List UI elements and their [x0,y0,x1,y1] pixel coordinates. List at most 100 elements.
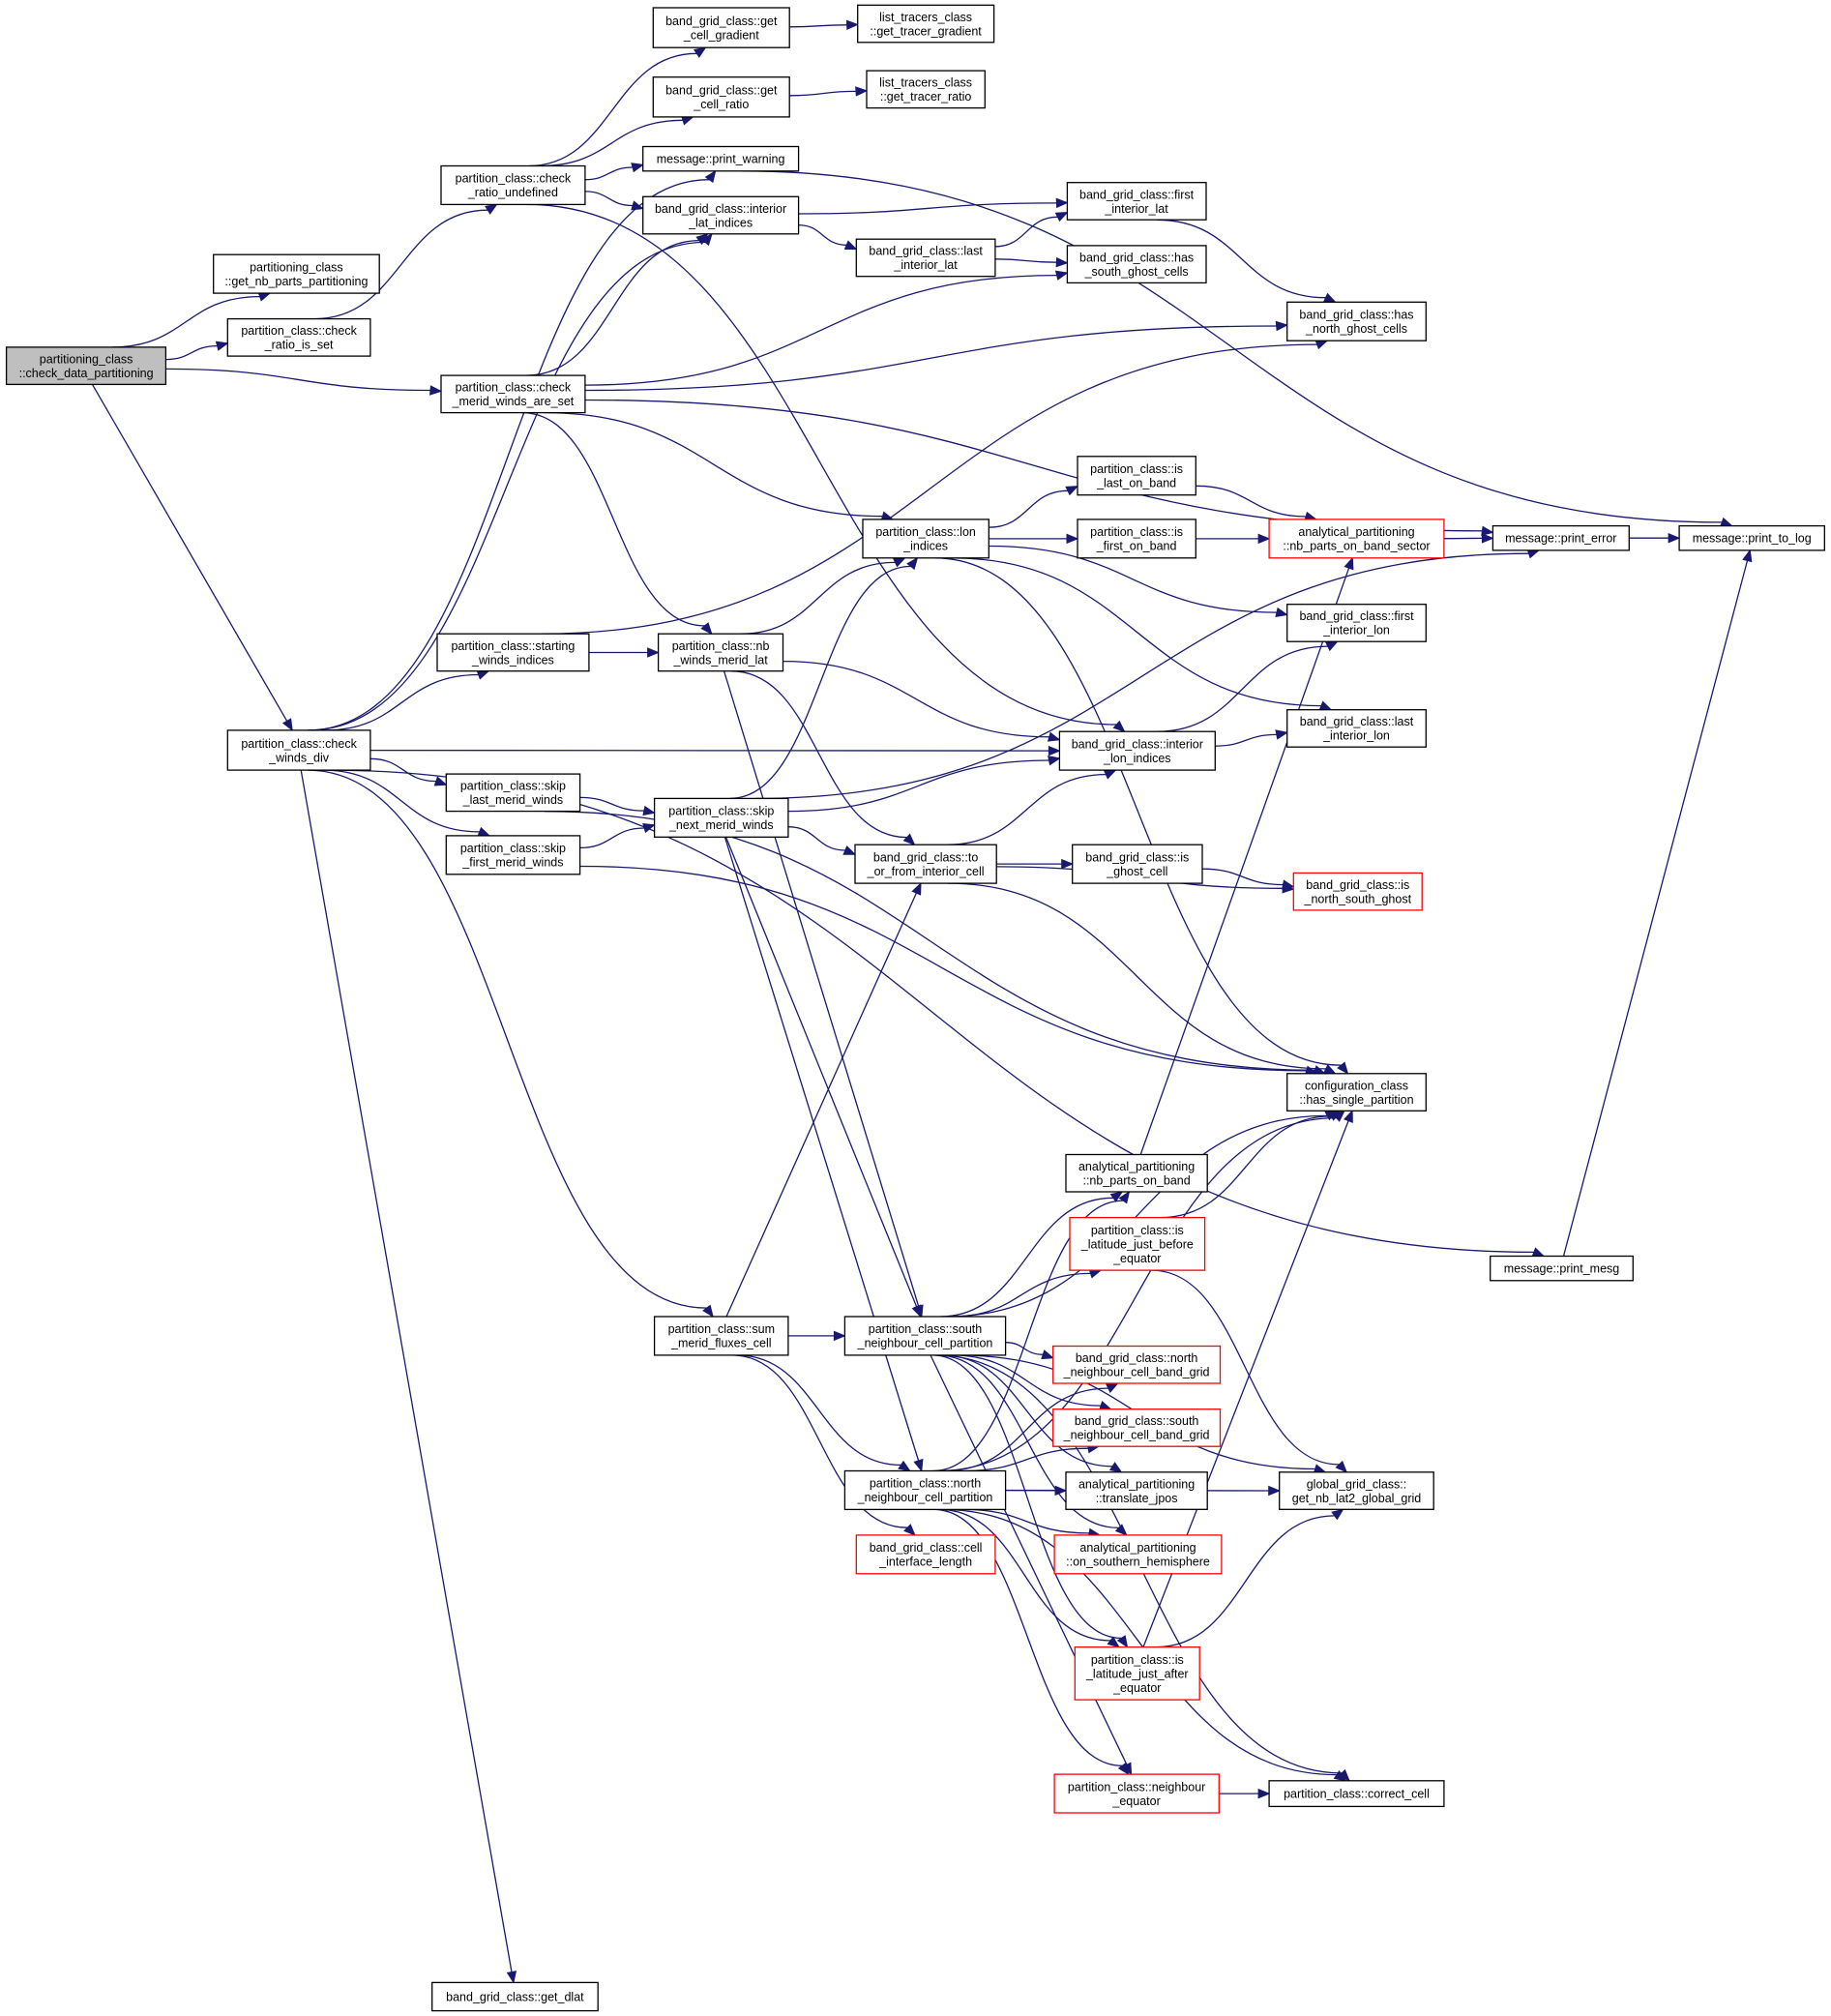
node-label-line: partition_class::south [869,1322,982,1336]
function-node-south-neighbour-band[interactable]: band_grid_class::south_neighbour_cell_ba… [1052,1408,1222,1447]
function-node-interior-lat-indices[interactable]: band_grid_class::interior_lat_indices [642,195,800,235]
function-node-last-interior-lat[interactable]: band_grid_class::last_interior_lat [855,238,996,278]
node-label-line: band_grid_class::north [1076,1351,1198,1365]
function-node-print-to-log[interactable]: message::print_to_log [1678,524,1825,551]
function-node-check-merid[interactable]: partition_class::check_merid_winds_are_s… [440,374,586,414]
arrowhead-icon [1055,197,1069,209]
call-edge-line [584,191,634,207]
node-label-line: _ratio_is_set [264,339,334,352]
function-node-has-north-ghost[interactable]: band_grid_class::has_north_ghost_cells [1286,301,1427,341]
function-node-lon-indices[interactable]: partition_class::lon_indices [862,519,989,559]
function-node-last-interior-lon[interactable]: band_grid_class::last_interior_lon [1286,709,1427,748]
function-node-get-dlat[interactable]: band_grid_class::get_dlat [431,1981,599,2012]
arrowhead-icon [1481,533,1494,544]
function-node-is-lat-before[interactable]: partition_class::is_latitude_just_before… [1069,1216,1206,1271]
node-label-line: partition_class::correct_cell [1284,1788,1430,1801]
call-edge-nb_winds_merid_lat-to-south_neighbour [723,670,924,1319]
function-node-has-single-partition[interactable]: configuration_class::has_single_partitio… [1286,1073,1427,1112]
call-edge-line [724,836,918,1308]
function-node-get-cell-ratio[interactable]: band_grid_class::get_cell_ratio [652,76,790,118]
function-node-first-interior-lat[interactable]: band_grid_class::first_interior_lat [1066,182,1207,221]
function-node-is-ghost-cell[interactable]: band_grid_class::is_ghost_cell [1072,844,1203,884]
call-edge-check_merid-to-lon_indices [545,411,895,521]
call-edge-sum_merid-to-cell_interface [731,1354,916,1536]
node-label-line: partition_class::nb [672,639,770,653]
node-box [857,4,995,44]
function-node-skip-last[interactable]: partition_class::skip_last_merid_winds [445,773,581,813]
function-node-skip-next[interactable]: partition_class::skip_next_merid_winds [653,797,789,838]
call-edge-skip_next-to-to_or_from [787,826,857,855]
function-node-starting-winds[interactable]: partition_class::starting_winds_indices [436,633,590,672]
arrowhead-icon [1481,525,1494,536]
function-node-nb-winds-merid-lat[interactable]: partition_class::nb_winds_merid_lat [657,633,784,672]
function-node-nb-parts-on-band[interactable]: analytical_partitioning::nb_parts_on_ban… [1065,1153,1208,1193]
call-edge-line [787,826,845,851]
node-box [1077,519,1196,559]
function-node-north-neighbour-band[interactable]: band_grid_class::north_neighbour_cell_ba… [1052,1345,1222,1384]
call-edge-check_ratio_undefined-to-interior_lat_indices [584,191,644,211]
call-edge-line [540,119,684,167]
function-node-cell-interface[interactable]: band_grid_class::cell_interface_length [855,1534,996,1575]
function-node-neighbour-equator[interactable]: partition_class::neighbour_equator [1053,1773,1220,1814]
function-node-check-winds-div[interactable]: partition_class::check_winds_div [226,729,371,771]
node-label-line: message::print_mesg [1504,1262,1620,1276]
function-node-is-lat-after[interactable]: partition_class::is_latitude_just_after_… [1074,1645,1200,1701]
call-edge-line [963,1447,1089,1472]
function-node-print-mesg[interactable]: message::print_mesg [1490,1255,1634,1282]
function-node-is-last-on-band[interactable]: partition_class::is_last_on_band [1077,456,1196,496]
function-node-is-north-south-ghost[interactable]: band_grid_class::is_north_south_ghost [1292,872,1423,911]
function-node-check-ratio-is-set[interactable]: partition_class::check_ratio_is_set [226,317,371,357]
call-edge-to_or_from-to-has_single_partition [947,882,1337,1075]
function-node-get-cell-gradient[interactable]: band_grid_class::get_cell_gradient [652,7,790,48]
function-node-nb-parts-on-band-sector[interactable]: analytical_partitioning::nb_parts_on_ban… [1268,519,1445,559]
function-node-get-tracer-gradient[interactable]: list_tracers_class::get_tracer_gradient [857,4,995,44]
function-node-translate-jpos[interactable]: analytical_partitioning::translate_jpos [1065,1471,1208,1510]
node-label-line: partition_class::starting [451,639,575,653]
arrowhead-icon [1066,533,1079,545]
node-label-line: band_grid_class::cell [870,1541,983,1555]
function-node-to-or-from[interactable]: band_grid_class::to_or_from_interior_cel… [854,844,997,884]
arrowhead-icon [1048,755,1061,766]
arrowhead-icon [1055,256,1069,268]
call-edge-check_merid-to-has_north_ghost [584,320,1289,392]
call-edge-interior_lon_indices-to-last_interior_lon [1215,729,1288,747]
call-edge-check_winds_div-to-get_dlat [300,769,517,1984]
node-label-line: _last_merid_winds [462,793,564,807]
arrowhead-icon [1061,858,1075,870]
call-edge-starting_winds-to-nb_winds_merid_lat [588,647,660,658]
call-edge-line [308,241,706,731]
call-edge-skip_next-to-print_error [755,548,1541,800]
call-edge-line [941,1508,1338,1776]
arrowhead-icon [1257,1788,1271,1799]
function-node-north-neighbour[interactable]: partition_class::north_neighbour_cell_pa… [843,1469,1007,1511]
node-label-line: _latitude_just_after [1085,1667,1189,1680]
function-node-skip-first[interactable]: partition_class::skip_first_merid_winds [445,835,581,875]
call-edge-line [989,489,1069,528]
function-node-root[interactable]: partitioning_class::check_data_partition… [5,346,167,386]
function-node-print-warning[interactable]: message::print_warning [642,145,800,172]
function-node-first-interior-lon[interactable]: band_grid_class::first_interior_lon [1286,604,1427,642]
call-edge-line [323,769,480,833]
function-node-southern-hemisphere[interactable]: analytical_partitioning::on_southern_hem… [1053,1534,1223,1575]
arrowhead-icon [1116,1635,1129,1648]
function-node-global-grid[interactable]: global_grid_class::get_nb_lat2_global_gr… [1279,1471,1434,1510]
function-node-correct-cell[interactable]: partition_class::correct_cell [1268,1780,1445,1808]
function-node-get-nb-parts[interactable]: partitioning_class::get_nb_parts_partiti… [213,253,380,294]
arrowhead-icon [1108,1462,1123,1473]
function-node-south-neighbour[interactable]: partition_class::south_neighbour_cell_pa… [843,1316,1007,1356]
arrowhead-icon [485,203,498,215]
node-box [1286,301,1427,341]
node-label-line: partition_class::north [870,1477,981,1491]
node-box [1292,872,1423,911]
function-node-print-error[interactable]: message::print_error [1491,524,1630,551]
node-label-line: partition_class::is [1090,462,1183,476]
function-node-check-ratio-undefined[interactable]: partition_class::check_ratio_undefined [440,164,586,206]
function-node-is-first-on-band[interactable]: partition_class::is_first_on_band [1077,519,1196,559]
function-node-sum-merid[interactable]: partition_class::sum_merid_fluxes_cell [653,1316,789,1356]
function-node-has-south-ghost[interactable]: band_grid_class::has_south_ghost_cells [1066,245,1207,284]
function-node-interior-lon-indices[interactable]: band_grid_class::interior_lon_indices [1058,730,1216,771]
call-edge-check_merid-to-nb_winds_merid_lat [521,411,713,636]
function-node-get-tracer-ratio[interactable]: list_tracers_class::get_tracer_ratio [866,70,986,109]
node-label-line: partition_class::is [1091,1224,1184,1237]
call-edge-lon_indices-to-has_single_partition [934,557,1349,1075]
